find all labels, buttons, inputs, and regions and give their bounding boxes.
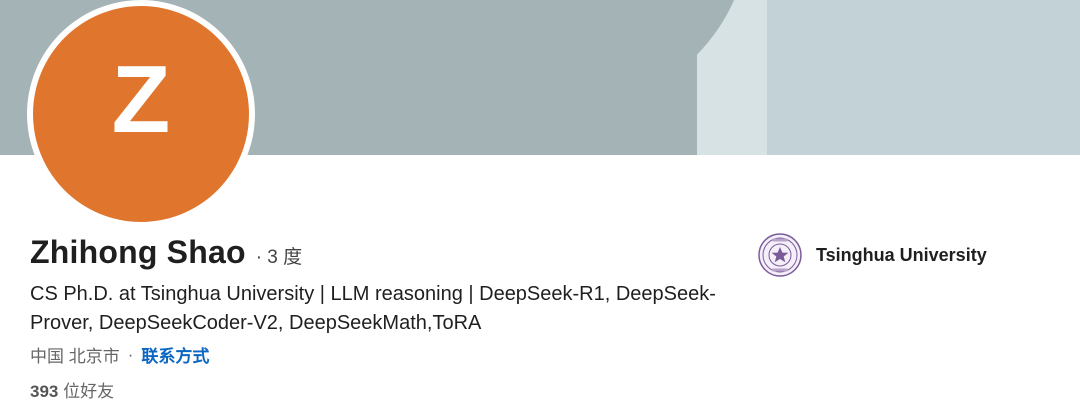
separator-dot: · bbox=[127, 344, 134, 364]
organization-name: Tsinghua University bbox=[816, 244, 987, 265]
profile-name: Zhihong Shao bbox=[30, 234, 246, 270]
university-seal-icon bbox=[758, 233, 802, 277]
banner-light-panel bbox=[767, 0, 1080, 155]
connections-count[interactable]: 393 位好友 bbox=[30, 377, 114, 402]
connections-number: 393 bbox=[30, 382, 59, 401]
organization-link[interactable]: Tsinghua University bbox=[758, 233, 987, 277]
profile-location: 中国 北京市 bbox=[30, 347, 120, 366]
name-row: Zhihong Shao · 3 度 bbox=[30, 234, 302, 278]
contact-info-link[interactable]: 联系方式 bbox=[141, 347, 210, 366]
avatar-initial: Z bbox=[111, 46, 171, 153]
connection-degree: · 3 度 bbox=[255, 247, 303, 268]
avatar[interactable]: Z bbox=[27, 0, 255, 228]
profile-headline: CS Ph.D. at Tsinghua University | LLM re… bbox=[30, 283, 716, 334]
avatar-circle: Z bbox=[33, 6, 249, 222]
location-row: 中国 北京市 · 联系方式 bbox=[30, 342, 209, 367]
connections-label: 位好友 bbox=[63, 382, 115, 401]
